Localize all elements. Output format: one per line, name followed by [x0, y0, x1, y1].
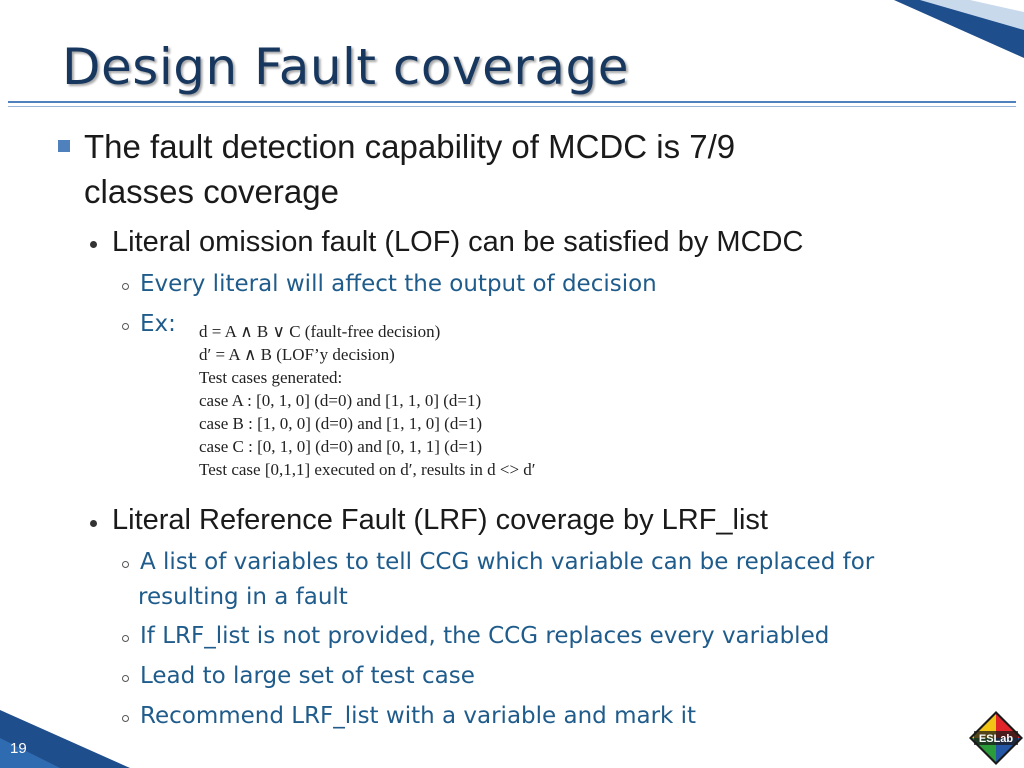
- lrf-item-large-set: Lead to large set of test case: [140, 663, 475, 689]
- eslab-logo-icon: ESLab: [969, 711, 1023, 765]
- example-line: case B : [1, 0, 0] (d=0) and [1, 1, 0] (…: [199, 414, 483, 433]
- corner-decoration-bottom-left: [0, 710, 130, 768]
- example-line: d′ = A ∧ B (LOF’y decision): [199, 345, 395, 364]
- main-bullet-text: The fault detection capability of MCDC i…: [84, 124, 944, 214]
- title-underline: [8, 101, 1016, 103]
- lrf-item-not-provided: If LRF_list is not provided, the CCG rep…: [140, 623, 830, 649]
- page-number: 19: [10, 740, 27, 757]
- ring-bullet-icon: [122, 561, 129, 568]
- sub-bullet-lof: Literal omission fault (LOF) can be sati…: [112, 226, 804, 258]
- round-bullet-icon: [90, 520, 97, 527]
- lof-item-literal: Every literal will affect the output of …: [140, 271, 657, 297]
- sub-bullet-lrf: Literal Reference Fault (LRF) coverage b…: [112, 504, 768, 536]
- ring-bullet-icon: [122, 283, 129, 290]
- square-bullet-icon: [58, 140, 70, 152]
- round-bullet-icon: [90, 241, 97, 248]
- lrf-item-list-line-1: A list of variables to tell CCG which va…: [140, 549, 875, 575]
- ring-bullet-icon: [122, 323, 129, 330]
- title-underline-thin: [8, 106, 1016, 107]
- ring-bullet-icon: [122, 675, 129, 682]
- ring-bullet-icon: [122, 635, 129, 642]
- ring-bullet-icon: [122, 715, 129, 722]
- example-line: Test cases generated:: [199, 368, 343, 387]
- slide-title: Design Fault coverage: [62, 38, 630, 96]
- lof-example-block: d = A ∧ B ∨ C (fault-free decision) d′ =…: [199, 320, 536, 481]
- main-bullet-line-1: The fault detection capability of MCDC i…: [84, 128, 736, 165]
- example-line: case A : [0, 1, 0] (d=0) and [1, 1, 0] (…: [199, 391, 482, 410]
- corner-decoration-top-right: [894, 0, 1024, 58]
- example-line: case C : [0, 1, 0] (d=0) and [0, 1, 1] (…: [199, 437, 483, 456]
- logo-text: ESLab: [979, 733, 1014, 745]
- lrf-item-recommend: Recommend LRF_list with a variable and m…: [140, 703, 697, 729]
- lof-item-ex-label: Ex:: [140, 311, 176, 337]
- example-line: Test case [0,1,1] executed on d′, result…: [199, 460, 536, 479]
- example-line: d = A ∧ B ∨ C (fault-free decision): [199, 322, 441, 341]
- lrf-item-list-line-2: resulting in a fault: [138, 584, 348, 610]
- main-bullet-line-2: classes coverage: [84, 173, 339, 210]
